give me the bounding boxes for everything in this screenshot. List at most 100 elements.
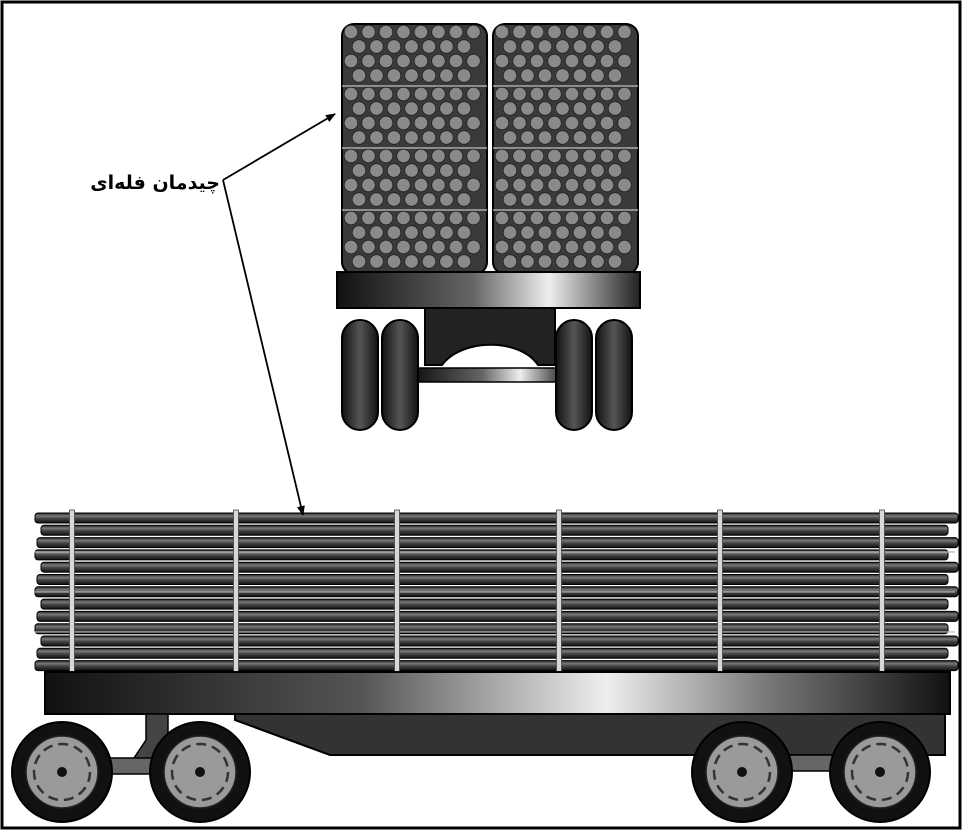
pipe-end	[600, 54, 614, 68]
pipe-end	[608, 226, 622, 240]
pipe-end	[591, 69, 605, 83]
pipe-end	[387, 102, 401, 116]
end-tire	[596, 320, 632, 430]
pipe-end	[565, 54, 579, 68]
pipe-end	[467, 178, 481, 192]
wheel-hub	[737, 767, 747, 777]
pipe-end	[513, 149, 527, 163]
pipe	[41, 636, 958, 646]
pipe-end	[591, 164, 605, 178]
pipe-end	[503, 164, 517, 178]
pipe-end	[495, 178, 509, 192]
pipe-end	[583, 149, 597, 163]
pipe-end	[352, 226, 366, 240]
pipe-end	[503, 69, 517, 83]
pipe-end	[422, 164, 436, 178]
pipe-end	[565, 149, 579, 163]
pipe-end	[556, 255, 570, 269]
pipe-end	[583, 178, 597, 192]
pipe-end	[405, 102, 419, 116]
pipe-end	[565, 116, 579, 130]
pipe-end	[495, 149, 509, 163]
pipe-end	[457, 40, 471, 54]
pipe-end	[583, 211, 597, 225]
wheel-hub	[57, 767, 67, 777]
pipe-end	[503, 193, 517, 207]
pipe-end	[432, 149, 446, 163]
pipe-end	[513, 25, 527, 39]
pipe-end	[449, 178, 463, 192]
pipe-end	[548, 116, 562, 130]
pipe-end	[344, 149, 358, 163]
pipe-end	[449, 149, 463, 163]
pipe-end	[495, 25, 509, 39]
arrow-to-end-bundle	[223, 114, 335, 180]
pipe-end	[362, 240, 376, 254]
pipe-end	[467, 116, 481, 130]
pipe-end	[618, 54, 632, 68]
pipe-end	[583, 25, 597, 39]
pipe-end	[600, 25, 614, 39]
pipe-end	[556, 102, 570, 116]
pipe-end	[457, 226, 471, 240]
pipe-end	[495, 54, 509, 68]
pipe-end	[432, 54, 446, 68]
pipe-end	[548, 240, 562, 254]
pipe-end	[362, 87, 376, 101]
pipe-end	[405, 226, 419, 240]
bundle-strap	[880, 510, 885, 672]
pipe-end	[538, 131, 552, 145]
pipe-end	[449, 211, 463, 225]
pipe-end	[397, 178, 411, 192]
pipe-end	[583, 116, 597, 130]
pipe	[35, 513, 958, 523]
pipe-end	[379, 211, 393, 225]
pipe-end	[565, 87, 579, 101]
side-deck	[45, 672, 950, 714]
pipe-end	[513, 211, 527, 225]
pipe-end	[530, 178, 544, 192]
pipe-end	[405, 40, 419, 54]
pipe-end	[414, 240, 428, 254]
pipe-end	[600, 240, 614, 254]
pipe-end	[457, 193, 471, 207]
pipe-end	[432, 178, 446, 192]
pipe-end	[387, 40, 401, 54]
pipe-end	[503, 40, 517, 54]
pipe-end	[440, 131, 454, 145]
pipe-end	[422, 193, 436, 207]
pipe-end	[538, 164, 552, 178]
pipe-end	[591, 40, 605, 54]
pipe-end	[583, 240, 597, 254]
pipe-end	[457, 69, 471, 83]
pipe-end	[600, 149, 614, 163]
pipe	[37, 611, 958, 621]
end-axle	[415, 368, 565, 382]
pipe-end	[591, 226, 605, 240]
bundle-strap	[718, 510, 723, 672]
pipe-end	[440, 40, 454, 54]
pipe-end	[379, 178, 393, 192]
pipe-end	[414, 149, 428, 163]
pipe-end	[538, 69, 552, 83]
pipe-end	[397, 87, 411, 101]
pipe-end	[600, 87, 614, 101]
pipe-end	[530, 116, 544, 130]
pipe-end	[573, 255, 587, 269]
pipe-end	[370, 131, 384, 145]
pipe-end	[362, 116, 376, 130]
pipe-end	[352, 102, 366, 116]
pipe-end	[379, 116, 393, 130]
bulk-loading-label: چیدمان فله‌ای	[40, 168, 220, 198]
pipe	[37, 538, 958, 548]
pipe-end	[503, 102, 517, 116]
pipe-end	[362, 54, 376, 68]
pipe-end	[397, 25, 411, 39]
pipe-end	[370, 40, 384, 54]
pipe-end	[600, 211, 614, 225]
pipe-end	[548, 149, 562, 163]
pipe-end	[573, 226, 587, 240]
pipe-end	[467, 240, 481, 254]
pipe-end	[362, 149, 376, 163]
pipe-end	[608, 102, 622, 116]
